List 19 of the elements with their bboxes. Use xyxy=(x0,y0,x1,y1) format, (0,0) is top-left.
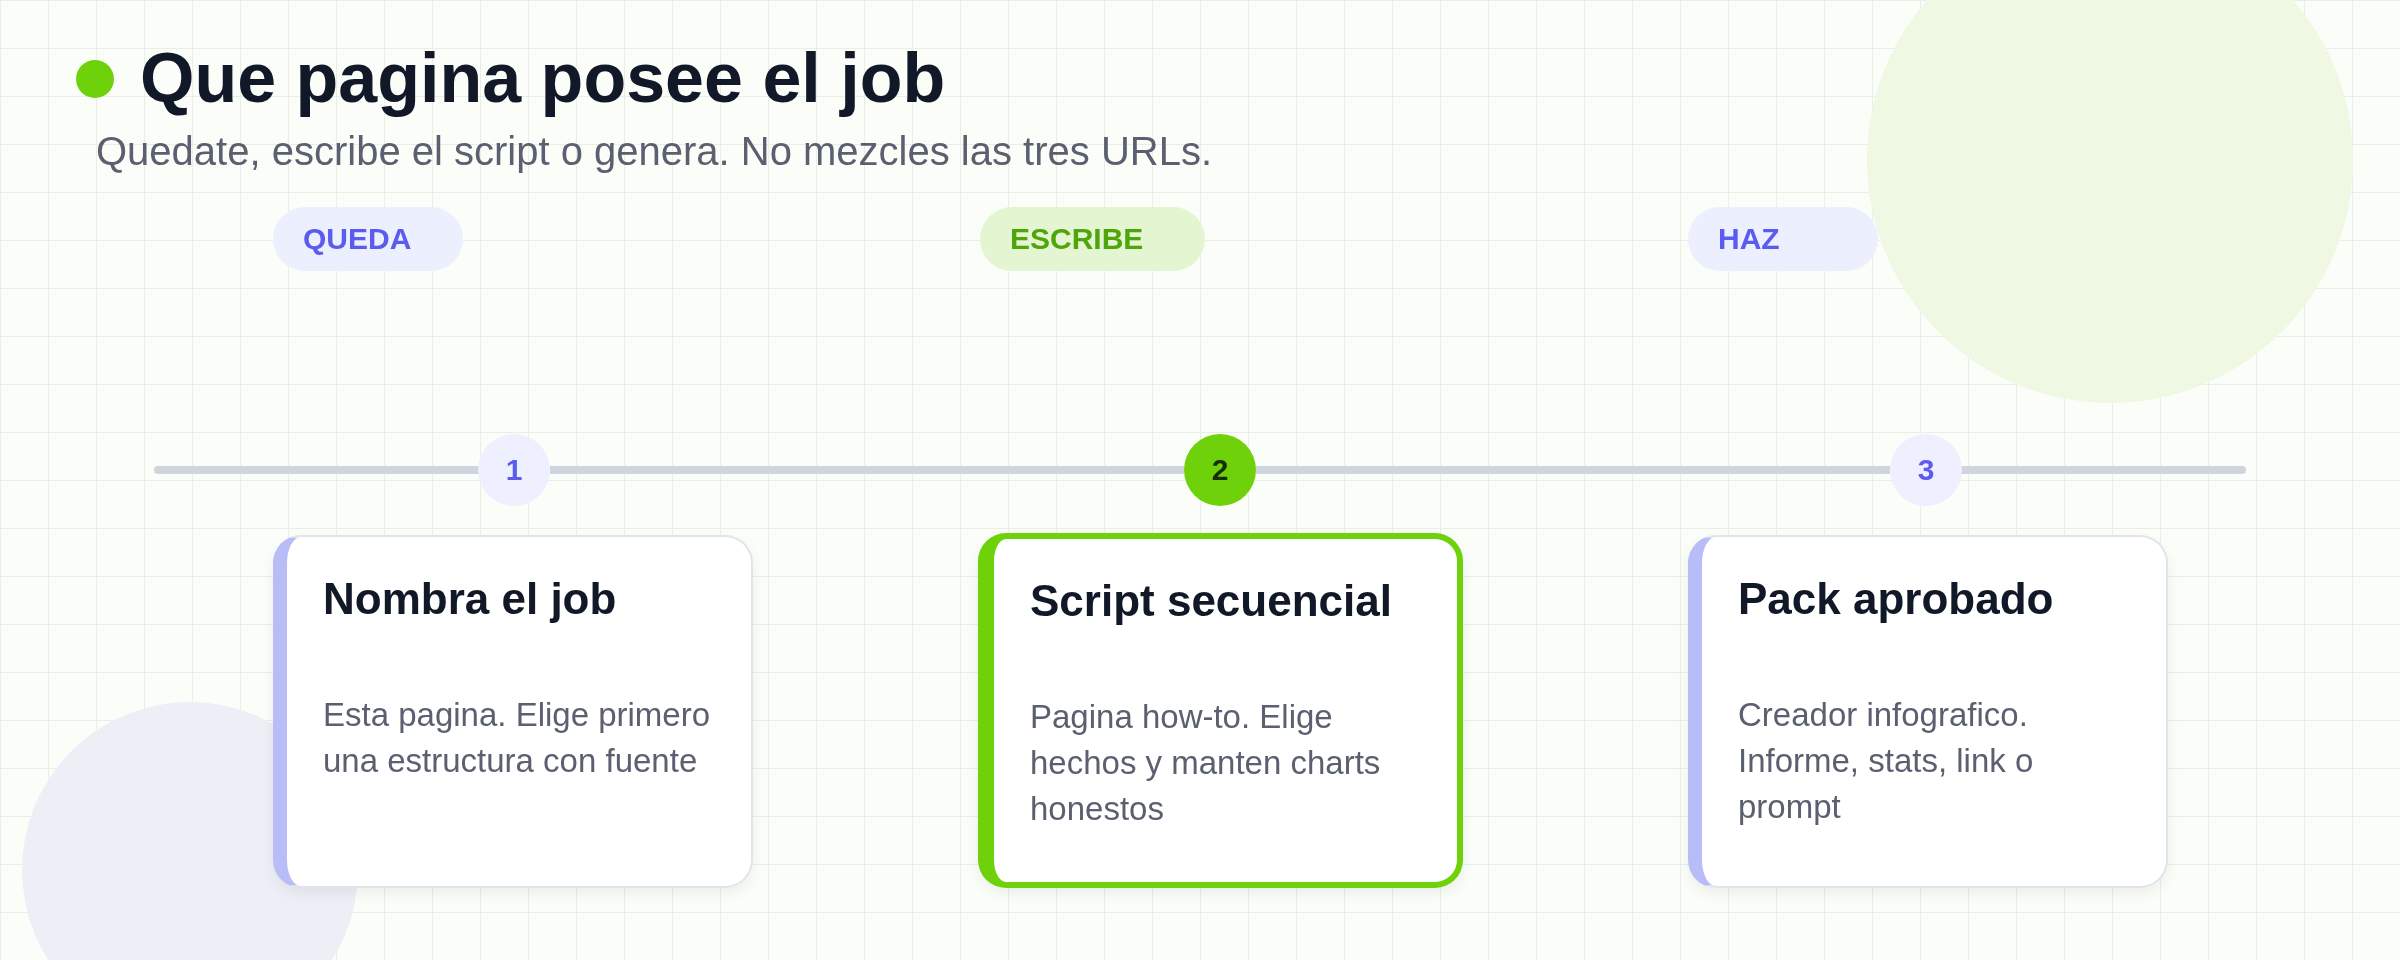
card-heading: Nombra el job xyxy=(323,573,618,625)
timeline-connector xyxy=(1256,466,1890,474)
card-description: Esta pagina. Elige primero una estructura con fuente xyxy=(323,695,712,781)
title: Que pagina posee el job xyxy=(140,38,946,119)
stage-tag: QUEDA xyxy=(273,207,463,271)
stage-tag: ESCRIBE xyxy=(980,207,1205,271)
subtitle: Quedate, escribe el script o genera. No mezcles las tres URLs. xyxy=(96,128,1213,175)
step-number: 1 xyxy=(478,434,550,506)
card-description: Pagina how-to. Elige hechos y manten charts honestos xyxy=(1030,697,1382,829)
step-number: 2 xyxy=(1184,434,1256,506)
card-heading: Script secuencial xyxy=(1030,575,1393,627)
step-card xyxy=(978,533,1463,888)
step-number: 3 xyxy=(1890,434,1962,506)
step-card xyxy=(1688,535,2168,888)
stage-tag: HAZ xyxy=(1688,207,1878,271)
card-description: Creador infografico. Informe, stats, link o prompt xyxy=(1738,695,2035,827)
timeline-connector xyxy=(550,466,1184,474)
step-card xyxy=(273,535,753,888)
card-heading: Pack aprobado xyxy=(1738,573,2055,625)
